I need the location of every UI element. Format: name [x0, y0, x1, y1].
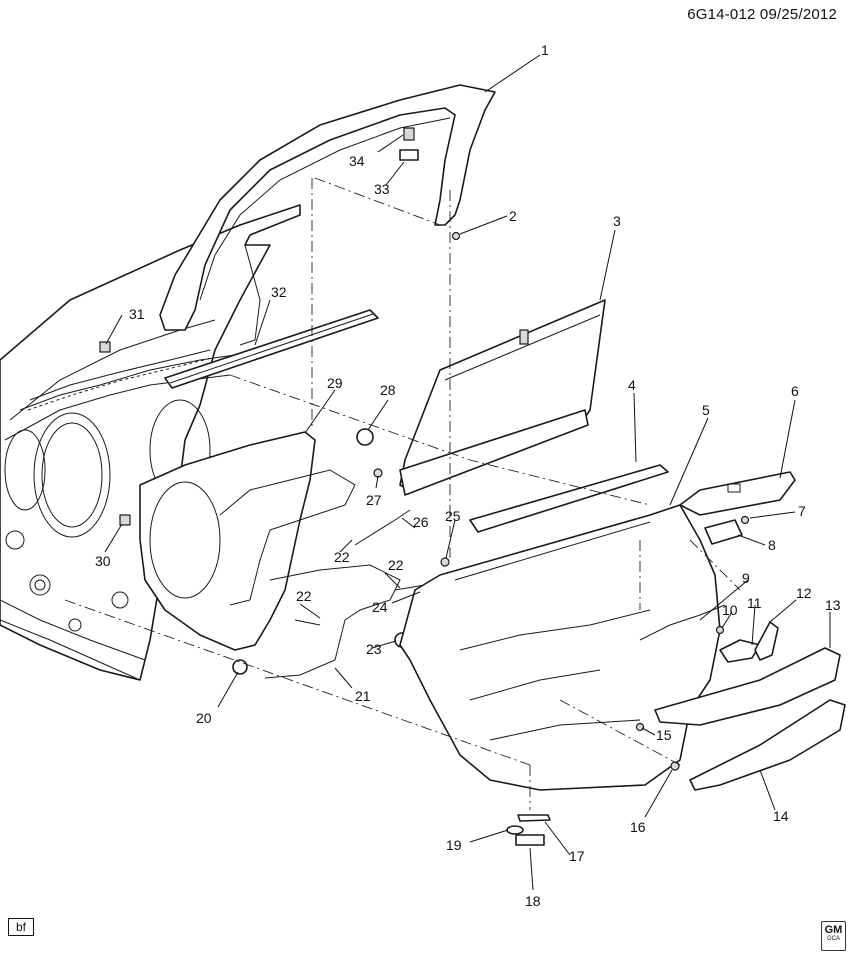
part-29-water-deflector [139, 431, 316, 651]
part-15-screw [635, 722, 645, 732]
callout-13: 13 [825, 597, 841, 613]
part-4-inner-belt-seal [469, 464, 669, 533]
part-12-pull-cup [754, 621, 779, 661]
part-10-screw [715, 625, 725, 635]
part-14-lower-trim [689, 699, 846, 791]
callout-33: 33 [374, 181, 390, 197]
bf-tag: bf [8, 918, 34, 936]
leader-lines [104, 54, 831, 891]
part-30-clip [119, 514, 131, 526]
callout-24: 24 [372, 599, 388, 615]
callout-30: 30 [95, 553, 111, 569]
gm-logo: GM GCA [821, 921, 846, 951]
callout-22a: 22 [334, 549, 350, 565]
callout-7: 7 [798, 503, 806, 519]
callout-22b: 22 [296, 588, 312, 604]
callout-21: 21 [355, 688, 371, 704]
callout-20: 20 [196, 710, 212, 726]
part-31-clip [99, 341, 111, 353]
part-21-wiring-harness [219, 469, 426, 679]
callout-25: 25 [445, 508, 461, 524]
callout-29: 29 [327, 375, 343, 391]
part-28-grommet [356, 428, 374, 446]
callout-11: 11 [747, 595, 762, 611]
assembly-lines [64, 177, 741, 810]
part-34-clip [403, 127, 415, 141]
part-11-cover [719, 639, 761, 663]
part-20-grommet [232, 659, 248, 675]
part-17-reflector [517, 814, 551, 822]
callout-26: 26 [413, 514, 429, 530]
callout-8: 8 [768, 537, 776, 553]
part-18-lamp [515, 834, 545, 846]
callout-3: 3 [613, 213, 621, 229]
callout-6: 6 [791, 383, 799, 399]
callout-9: 9 [742, 570, 750, 586]
gm-logo-text: GM [824, 924, 843, 936]
part-6-switch-bezel [679, 471, 796, 516]
callout-labels: 1 2 3 4 5 6 7 8 9 10 11 12 13 14 15 16 1… [95, 42, 841, 909]
callout-17: 17 [569, 848, 585, 864]
part-13-armrest [654, 647, 841, 726]
callout-18: 18 [525, 893, 541, 909]
callout-5: 5 [702, 402, 710, 418]
part-32-belt-weatherstrip [164, 309, 379, 389]
callout-34: 34 [349, 153, 365, 169]
diagram-code: 6G14-012 09/25/2012 [687, 6, 837, 23]
callout-27: 27 [366, 492, 382, 508]
callout-16: 16 [630, 819, 646, 835]
part-25-screw [440, 557, 450, 567]
callout-15: 15 [656, 727, 672, 743]
part-2-fastener [451, 231, 461, 241]
part-19-bulb [506, 825, 524, 835]
gm-logo-sub: GCA [826, 936, 840, 942]
callout-32: 32 [271, 284, 287, 300]
callout-2: 2 [509, 208, 517, 224]
part-16-clip [670, 761, 680, 771]
callout-31: 31 [129, 306, 145, 322]
callout-28: 28 [380, 382, 396, 398]
callout-14: 14 [773, 808, 789, 824]
callout-22c: 22 [388, 557, 404, 573]
callout-12: 12 [796, 585, 812, 601]
door-shell [0, 204, 301, 681]
callout-19: 19 [446, 837, 462, 853]
part-8-switch [704, 519, 743, 545]
part-7-screw [740, 515, 750, 525]
part-33-clip [399, 149, 419, 161]
callout-23: 23 [366, 641, 382, 657]
callout-1: 1 [541, 42, 549, 58]
part-3-window-assembly [399, 299, 606, 496]
callout-10: 10 [722, 602, 738, 618]
part-1-window-frame-seal [159, 84, 496, 331]
part-27-screw [373, 468, 383, 478]
callout-4: 4 [628, 377, 636, 393]
